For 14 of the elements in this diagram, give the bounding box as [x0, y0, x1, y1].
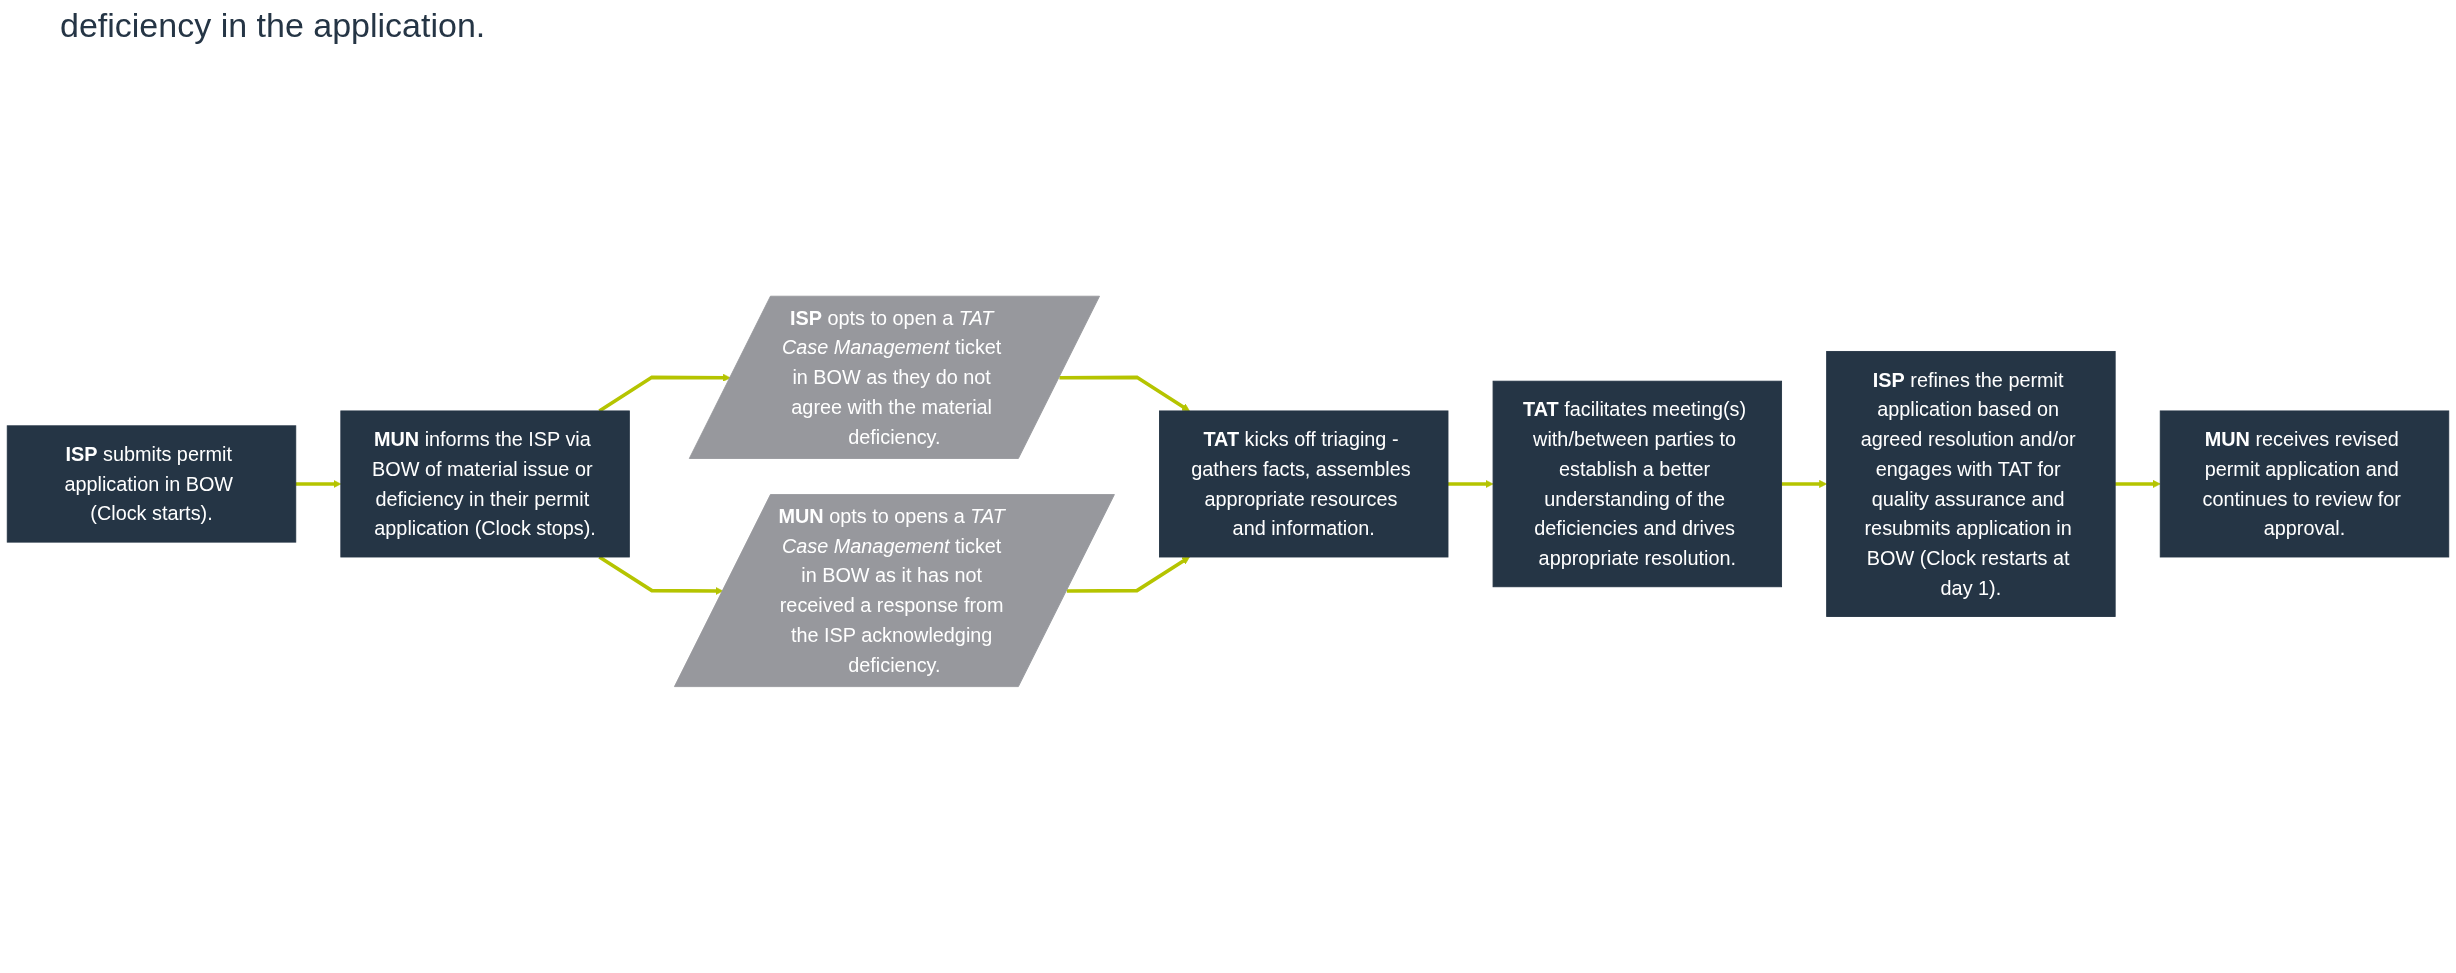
arrow [1448, 479, 1494, 488]
node-box: TAT kicks off triaging - gathers facts, assembles appropriate resources and information. [1159, 410, 1449, 558]
node-box: MUN informs the ISP via BOW of material issue or deficiency in their permit application (Clock stops). [340, 410, 630, 558]
arrow [1781, 479, 1827, 488]
arrow [2115, 479, 2161, 488]
arrow [1066, 556, 1190, 593]
arrow [295, 479, 342, 488]
node-box: ISP refines the permit application based on agreed resolution and/or engages with TAT for quality assurance and resubmits application in BOW (Clock restarts at day 1). [1826, 350, 2116, 617]
arrow [598, 555, 724, 595]
arrow [1059, 375, 1190, 411]
node-box: MUN receives revised permit application and continues to review for approval. [2159, 410, 2450, 558]
note-text: deficiency in the application. [60, 6, 487, 45]
node-box: TAT facilitates meeting(s) with/between parties to establish a better understanding of the deficiencies and drives appropriate resolution. [1492, 380, 1782, 587]
node-box: ISP submits permit application in BOW (Clock starts). [6, 424, 297, 543]
